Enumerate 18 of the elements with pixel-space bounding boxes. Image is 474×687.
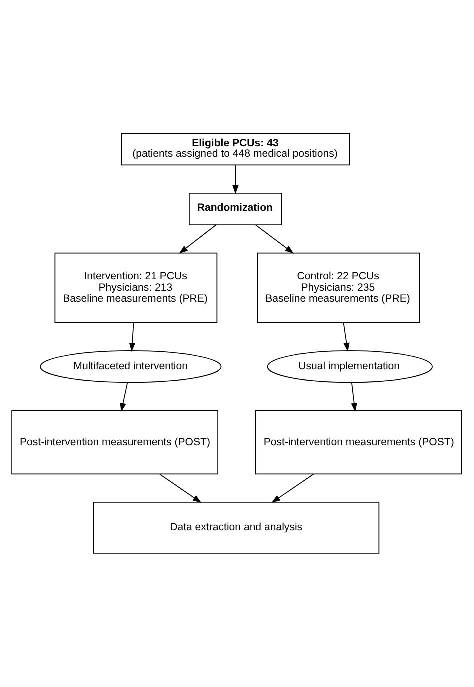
- arrow: [160, 474, 202, 504]
- arrow: [343, 322, 350, 352]
- arrow: [351, 382, 358, 412]
- node-box: Eligible PCUs: 43 (patients assigned to 448 medical positions): [121, 133, 350, 166]
- node-box: Control: 22 PCUs Physicians: 235 Baseline measurements (PRE): [257, 252, 420, 324]
- arrow: [129, 322, 136, 352]
- arrow: [255, 224, 294, 254]
- node-box: Randomization: [189, 192, 282, 226]
- node-box: Intervention: 21 PCUs Physicians: 213 Baseline measurements (PRE): [54, 252, 218, 324]
- node-box: Post-intervention measurements (POST): [12, 410, 218, 475]
- node-box: Post-intervention measurements (POST): [256, 410, 462, 475]
- arrow: [232, 165, 239, 194]
- node-ellipse: Usual implementation: [267, 350, 433, 384]
- node-ellipse: Multifaceted intervention: [40, 350, 222, 384]
- arrow: [120, 382, 128, 412]
- node-box: Data extraction and analysis: [94, 502, 380, 554]
- arrow: [272, 474, 314, 504]
- arrow: [179, 224, 217, 254]
